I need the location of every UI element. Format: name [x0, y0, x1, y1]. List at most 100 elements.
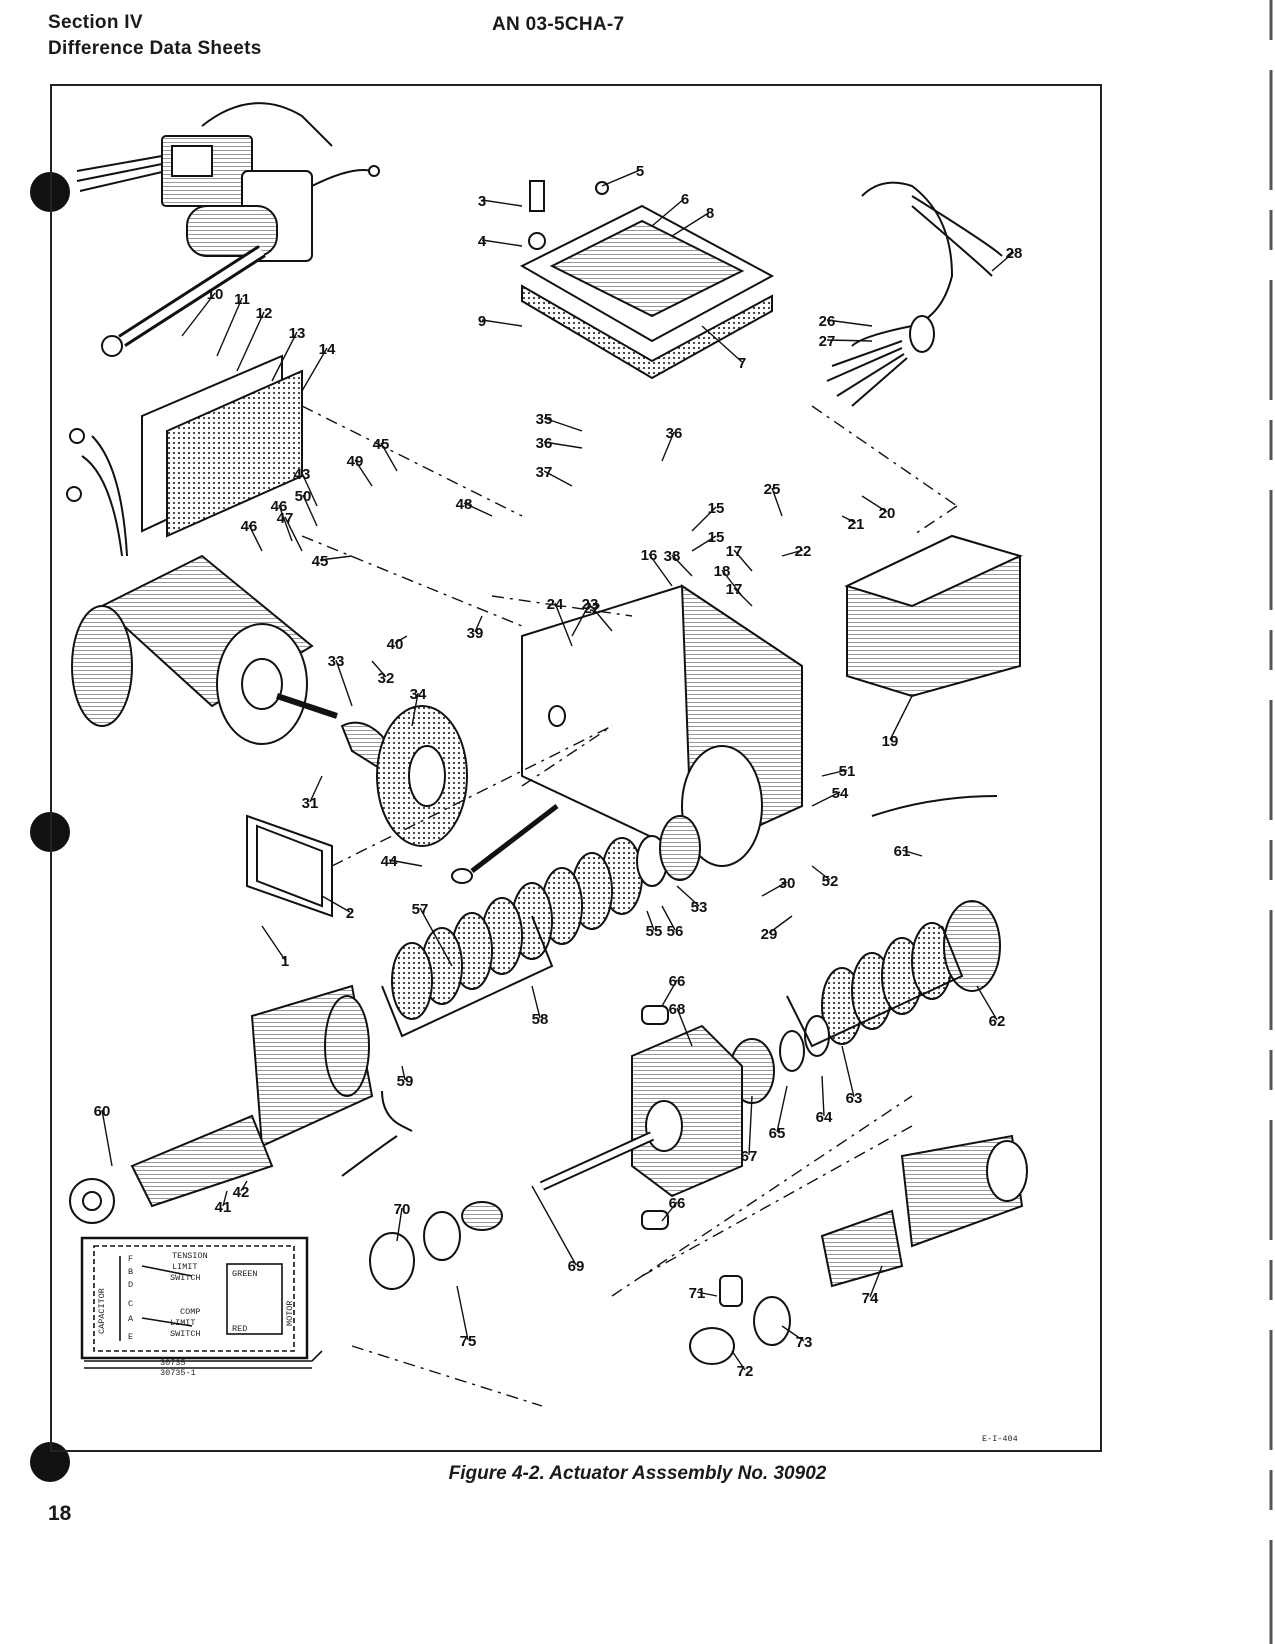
leader-lines [101, 169, 1015, 1371]
leader-line-2 [321, 895, 351, 913]
leader-line-52 [811, 865, 831, 881]
leader-line-69 [531, 1185, 577, 1266]
callout-9: 9 [478, 313, 486, 330]
callout-63: 63 [846, 1090, 863, 1107]
leader-line-13 [271, 331, 298, 382]
schematic-limit-label: LIMIT [172, 1262, 198, 1272]
leader-line-6 [651, 197, 686, 227]
worm-and-gear [340, 705, 468, 847]
leader-line-58 [531, 985, 541, 1019]
page-edge [1269, 0, 1273, 1644]
callout-15: 15 [708, 500, 725, 517]
leader-line-16 [648, 553, 673, 587]
leader-line-21 [841, 515, 857, 524]
callout-7: 7 [738, 355, 746, 372]
callout-31: 31 [302, 795, 319, 812]
schematic-green-label: GREEN [232, 1269, 258, 1279]
callout-59: 59 [397, 1073, 414, 1090]
leader-line-70 [396, 1207, 403, 1242]
leader-line-66 [661, 1201, 678, 1222]
leader-line-37 [543, 470, 573, 487]
schematic-terminal-b: B [128, 1267, 133, 1277]
callout-36: 36 [536, 435, 553, 452]
callout-45: 45 [312, 553, 329, 570]
callout-5: 5 [636, 163, 644, 180]
callout-53: 53 [691, 899, 708, 916]
leader-line-63 [841, 1045, 855, 1098]
callout-42: 42 [233, 1184, 250, 1201]
schematic-tension-label: TENSION [172, 1251, 208, 1261]
callout-69: 69 [568, 1258, 585, 1275]
schematic-terminal-c: C [128, 1299, 133, 1309]
leader-line-23 [571, 602, 591, 637]
leader-line-45 [380, 442, 398, 472]
gasket-frame [246, 814, 333, 918]
leader-line-68 [676, 1007, 693, 1047]
callout-65: 65 [769, 1125, 786, 1142]
callout-61: 61 [894, 843, 911, 860]
leader-line-19 [889, 695, 913, 741]
callout-2: 2 [346, 905, 354, 922]
callout-51: 51 [839, 763, 856, 780]
callout-40: 40 [387, 636, 404, 653]
schematic-terminal-e: E [128, 1332, 133, 1342]
callout-21: 21 [848, 516, 865, 533]
leader-line-72 [731, 1350, 746, 1371]
leader-line-18 [721, 569, 743, 597]
callout-37: 37 [536, 464, 553, 481]
leader-line-14 [301, 347, 328, 392]
leader-line-9 [481, 319, 523, 327]
leader-line-48 [463, 502, 493, 517]
callout-28: 28 [1006, 245, 1023, 262]
leader-line-59 [401, 1065, 406, 1081]
leader-line-61 [901, 849, 923, 857]
leader-line-66 [661, 979, 678, 1007]
leader-line-49 [354, 459, 373, 487]
schematic-comp-switch-label: SWITCH [170, 1329, 201, 1339]
leader-line-36 [661, 431, 675, 462]
callout-41: 41 [215, 1199, 232, 1216]
leader-line-3 [481, 199, 523, 207]
leader-line-1 [261, 925, 286, 961]
leader-line-51 [821, 769, 848, 777]
callout-32: 32 [378, 670, 395, 687]
leader-line-12 [236, 311, 265, 372]
leader-line-10 [181, 292, 216, 337]
callout-23: 23 [582, 596, 599, 613]
callout-75: 75 [460, 1333, 477, 1350]
callout-55: 55 [646, 923, 663, 940]
leader-line-28 [991, 251, 1015, 272]
housing-cover [844, 534, 1023, 698]
callout-27: 27 [819, 333, 836, 350]
leader-line-8 [671, 211, 711, 237]
schematic-terminal-f: F [128, 1254, 133, 1264]
leader-line-20 [861, 495, 888, 513]
schematic-motor-label: MOTOR [285, 1300, 295, 1326]
leader-line-17 [733, 549, 753, 572]
schematic-comp-label: COMP [180, 1307, 200, 1317]
leader-line-17 [733, 587, 753, 607]
leader-line-40 [394, 635, 408, 644]
end-tube [689, 1134, 1028, 1365]
assembly-guide-lines [301, 405, 958, 1407]
leader-line-24 [554, 602, 573, 647]
leader-line-32 [371, 660, 387, 678]
output-tube-assembly [69, 984, 374, 1224]
leader-line-46 [278, 504, 293, 542]
leader-line-29 [768, 915, 793, 934]
leader-line-47 [284, 516, 303, 552]
callout-19: 19 [882, 733, 899, 750]
trunnion-bracket [631, 1005, 743, 1230]
leader-line-54 [811, 791, 841, 807]
callout-66: 66 [669, 973, 686, 990]
long-screw [451, 804, 559, 884]
leader-line-53 [676, 885, 700, 907]
leader-line-33 [335, 659, 353, 707]
exploded-view-illustration: TENSION LIMIT SWITCH COMP LIMIT SWITCH G… [66, 102, 1028, 1444]
leader-line-73 [781, 1325, 805, 1342]
leader-line-42 [240, 1180, 248, 1192]
callout-22: 22 [795, 543, 812, 560]
callout-35: 35 [536, 411, 553, 428]
leader-line-4 [481, 239, 523, 247]
